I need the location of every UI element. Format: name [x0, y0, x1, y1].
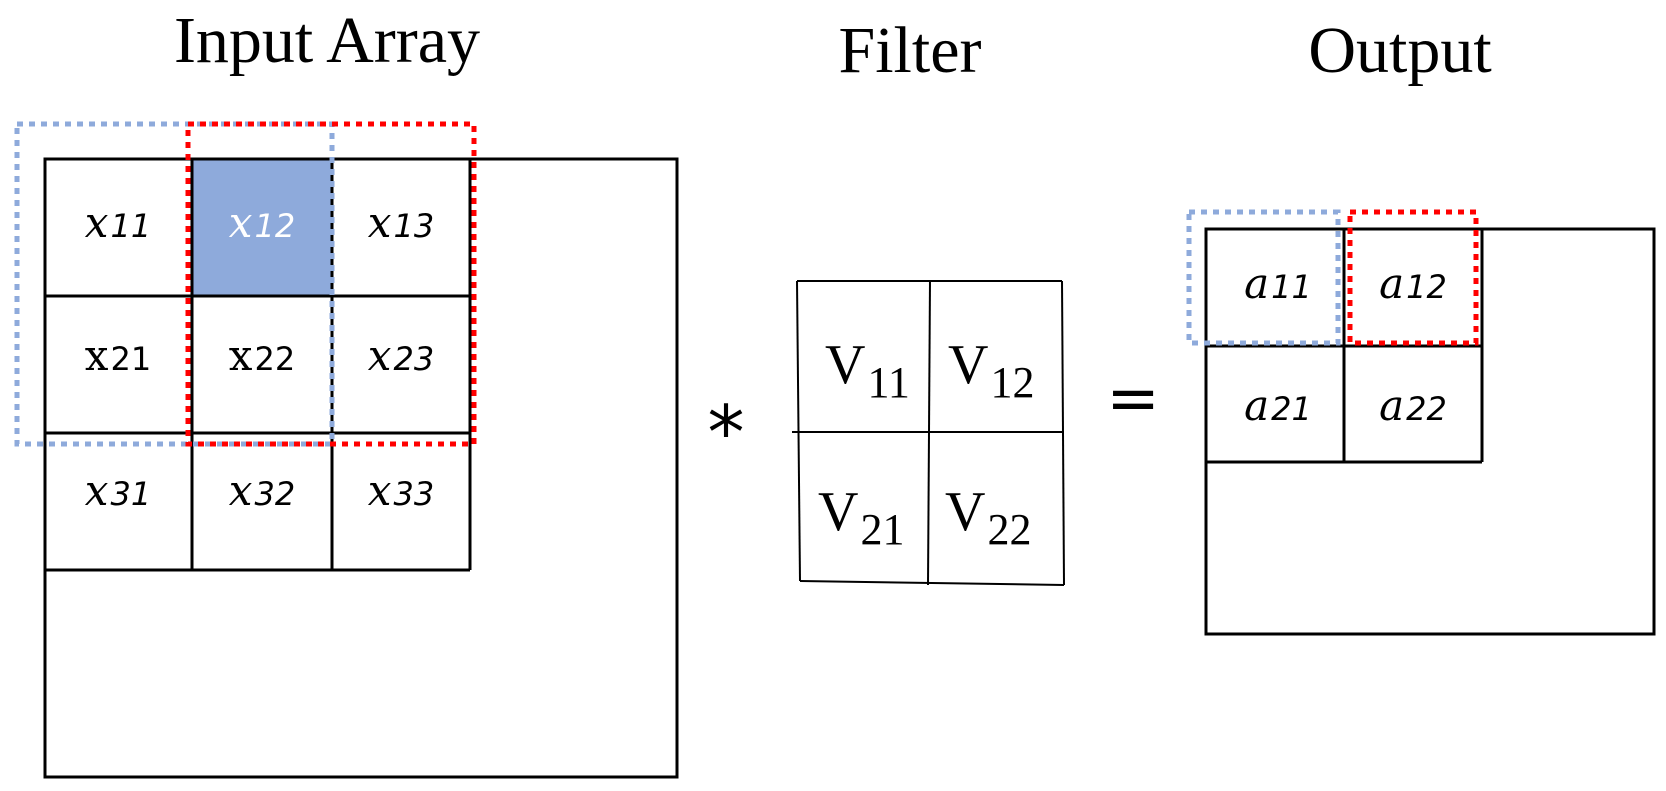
input-cell: x33 — [368, 466, 434, 515]
input-cell: x32 — [229, 466, 295, 515]
input-cell: x11 — [85, 198, 151, 247]
input-cell-highlighted: x12 — [229, 198, 295, 247]
input-cell: x22 — [229, 331, 295, 380]
filter-cell: V11 — [825, 334, 910, 407]
output-title: Output — [1308, 14, 1491, 87]
input-cell: x13 — [368, 198, 434, 247]
input-array: x11 x12 x13 x21 x22 x23 x31 x32 x33 — [14, 121, 679, 779]
filter-cell: V12 — [948, 334, 1034, 407]
input-cell: x23 — [368, 331, 434, 380]
input-cell: x21 — [85, 331, 151, 380]
input-cell: x31 — [85, 466, 151, 515]
equals-operator: = — [1106, 362, 1160, 436]
output-cell: a11 — [1244, 259, 1312, 308]
input-array-outer-box — [43, 157, 679, 779]
output-outer-box — [1204, 227, 1656, 636]
highlighted-cell — [192, 159, 332, 296]
filter-cell: V22 — [945, 481, 1031, 554]
filter-cell: V21 — [818, 481, 904, 554]
convolution-operator: * — [708, 390, 745, 476]
output-cell: a22 — [1379, 381, 1447, 430]
output-cell: a12 — [1379, 259, 1447, 308]
blue-output-window — [1186, 209, 1341, 346]
filter-grid: V11 V12 V21 V22 — [792, 279, 1065, 586]
output-cell: a21 — [1244, 381, 1312, 430]
blue-window — [14, 121, 335, 447]
red-output-window — [1347, 209, 1479, 346]
red-window — [185, 121, 477, 447]
input-array-title: Input Array — [174, 4, 480, 77]
filter-title: Filter — [839, 14, 982, 87]
output-array: a11 a12 a21 a22 — [1186, 209, 1656, 636]
